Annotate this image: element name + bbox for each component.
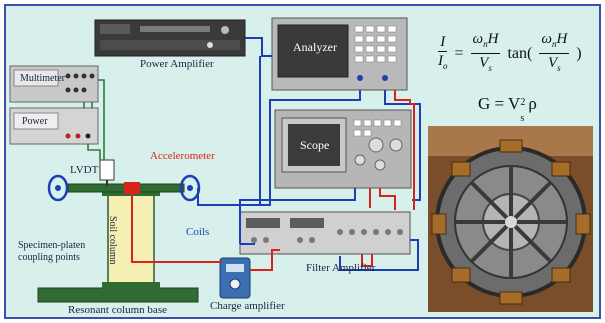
multimeter-device (9, 65, 99, 103)
analyzer-device (271, 17, 408, 91)
eq1-lhs-den-symbol: I (438, 52, 443, 69)
eq1-rhs-den-symbol: V (479, 55, 489, 71)
label-accelerometer: Accelerometer (150, 150, 215, 162)
eq1-tan-den-sub: s (557, 63, 561, 73)
apparatus-photo (428, 126, 593, 312)
label-scope: Scope (300, 138, 330, 152)
label-resonant-column-base: Resonant column base (68, 304, 167, 316)
eq1-rhs-den-sub: s (488, 63, 492, 73)
eq2-tail: ρ (528, 94, 537, 113)
label-coils: Coils (186, 226, 210, 238)
label-charge-amplifier: Charge amplifier (210, 300, 285, 312)
label-analyzer: Analyzer (293, 40, 337, 54)
eq1-tan-denominator: Vs (548, 54, 561, 77)
equation-rhs-fraction: ωnH Vs (470, 30, 501, 77)
green-wiring (83, 79, 105, 160)
eq1-tan-num-sub: n (551, 39, 557, 49)
eq1-tan: tan( (507, 44, 533, 62)
eq1-tan-numerator: ωnH (539, 30, 570, 54)
eq1-tan-den-symbol: V (547, 55, 558, 71)
accelerometer-sensor (124, 182, 140, 194)
eq1-rhs-numerator: ωnH (470, 30, 501, 54)
label-power-amplifier: Power Amplifier (140, 58, 214, 70)
label-multimeter: Multimeter (20, 73, 65, 84)
label-specimen-platen: Specimen-platen (18, 240, 86, 251)
eq1-rhs-denominator: Vs (479, 54, 492, 77)
eq1-lhs-den-sub: o (443, 60, 448, 71)
eq1-equals: = (454, 44, 464, 62)
equation-lhs-fraction: I Io (438, 33, 448, 75)
eq2-prefix: G = V (478, 94, 521, 113)
scope-device (274, 109, 412, 189)
eq1-tan-num-symbol: ω (541, 31, 552, 47)
power-amplifier-device (94, 19, 246, 57)
label-soil-column: Soil column (107, 216, 118, 265)
lvdt-sensor (99, 159, 115, 181)
charge-amplifier-device (219, 257, 251, 299)
eq1-rhs-num-tail: H (487, 31, 499, 47)
eq1-lhs-denominator: Io (438, 52, 448, 75)
eq1-rhs-num-sub: n (483, 39, 488, 49)
filter-amplifier-device (239, 211, 411, 255)
eq2-sub: s (520, 113, 525, 124)
equation-tan-fraction: ωnH Vs (539, 30, 570, 77)
eq1-lhs-numerator: I (438, 33, 448, 52)
resonant-column-base (37, 287, 199, 303)
label-lvdt: LVDT (70, 164, 99, 176)
equation-resonance: I Io = ωnH Vs tan( ωnH Vs ) (438, 30, 585, 77)
blue-wiring (197, 37, 421, 271)
eq1-tan-num-tail: H (556, 31, 568, 47)
red-wiring (131, 90, 415, 271)
eq2-sup: 2 (520, 97, 526, 108)
power-supply-device (9, 107, 99, 145)
label-filter-amplifier: Filter Amplifier (306, 262, 376, 274)
eq1-close: ) (576, 44, 582, 62)
label-coupling-points: coupling points (18, 252, 80, 263)
coil-left (47, 174, 69, 202)
eq1-rhs-num-symbol: ω (472, 31, 484, 47)
label-power: Power (22, 116, 48, 127)
